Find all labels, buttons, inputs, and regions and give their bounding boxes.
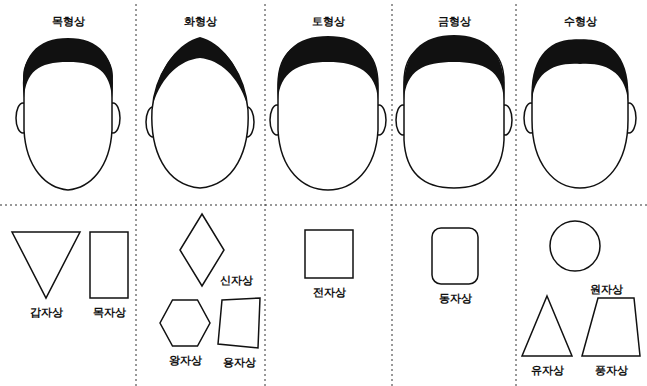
face-drawing [146, 37, 254, 188]
face-drawing [270, 36, 386, 190]
column-heading: 수형상 [564, 15, 597, 28]
column-heading: 토형상 [312, 15, 345, 28]
column-heading: 목형상 [52, 15, 85, 28]
polygon-shape [305, 230, 353, 278]
shape-node: 용자상 [218, 298, 260, 348]
separator-line [516, 4, 517, 386]
shape-label: 원자상 [590, 283, 623, 296]
dashed-grid [0, 4, 647, 386]
shape-node: 유자상 [522, 296, 572, 356]
face-outline [152, 40, 248, 188]
shape-node: 전자상 [305, 230, 353, 278]
shape-node: 동자상 [432, 228, 478, 284]
shape-outline [180, 214, 224, 286]
shape-node: 갑자상 [12, 232, 80, 298]
shape-node: 원자상 [550, 221, 600, 271]
shape-label: 용자상 [223, 356, 256, 369]
hair [404, 35, 505, 100]
polygon-shape [522, 296, 572, 356]
shape-outline [582, 298, 640, 356]
polygon-shape [90, 232, 128, 298]
shape-node: 신자상 [180, 214, 224, 286]
polygon-shape [12, 232, 80, 298]
column-heading: 금형상 [438, 15, 471, 28]
shape-label: 신자상 [220, 274, 253, 287]
shape-label: 동자상 [439, 292, 472, 305]
shape-label: 갑자상 [30, 306, 63, 319]
polygon-shape [180, 214, 224, 286]
shape-outline [12, 232, 80, 298]
separator-line [136, 4, 137, 386]
shape-node: 왕자상 [160, 300, 210, 346]
face-drawing [396, 35, 512, 188]
shape-label: 전자상 [313, 286, 346, 299]
circle-shape [550, 221, 600, 271]
shape-label: 유자상 [531, 364, 564, 377]
face-outline [532, 40, 628, 188]
separator-line [0, 205, 647, 206]
shape-outline [218, 298, 260, 348]
column-heading: 화형상 [184, 15, 217, 28]
shape-label: 왕자상 [169, 354, 202, 367]
separator-line [265, 4, 266, 386]
shape-outline [160, 300, 210, 346]
hair [153, 37, 247, 104]
shape-outline [305, 230, 353, 278]
hair [23, 38, 113, 98]
shape-label: 풍자상 [595, 364, 628, 377]
hair [278, 36, 379, 100]
face-drawing [16, 38, 120, 190]
polygon-shape [218, 298, 260, 348]
shape-label: 목자상 [93, 306, 126, 319]
polygon-shape [160, 300, 210, 346]
separator-line [392, 4, 393, 386]
face-drawing [524, 40, 636, 188]
shape-outline [550, 221, 600, 271]
polygon-shape [582, 298, 640, 356]
shape-node: 풍자상 [582, 298, 640, 356]
shape-outline [90, 232, 128, 298]
hair [532, 40, 629, 102]
shape-outline [522, 296, 572, 356]
shape-node: 목자상 [90, 232, 128, 298]
shape-outline [432, 228, 478, 284]
rounded-square-shape [432, 228, 478, 284]
